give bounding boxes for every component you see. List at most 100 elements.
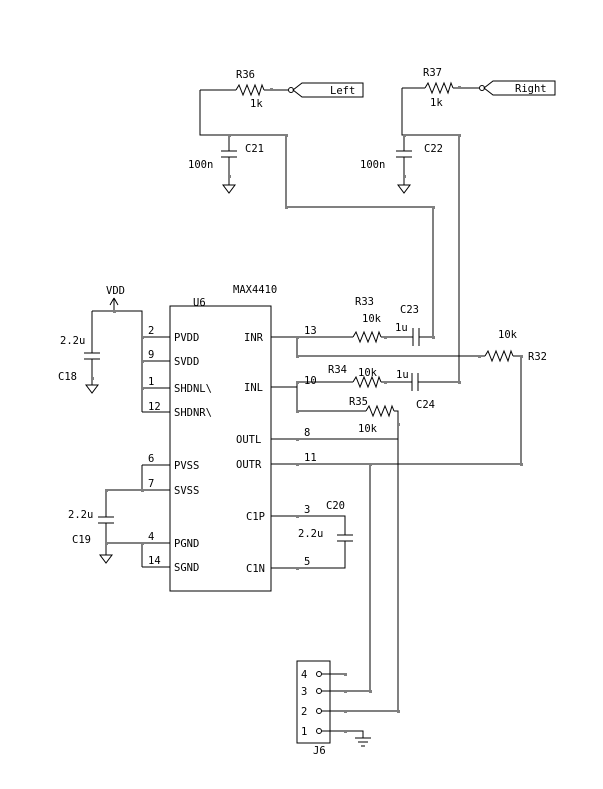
c23-ref: C23 [400,304,419,316]
r37-right-node [458,86,461,89]
c21-top-node [228,134,231,137]
pin-num-svdd: 9 [148,349,154,361]
pin-num-shdnr: 12 [148,401,161,413]
pin-name-c1n: C1N [246,563,265,575]
outr-pin-node [296,463,299,466]
c19-node [105,542,108,545]
pin-num-pgnd: 4 [148,531,154,543]
shdnl-node [141,387,144,390]
left-input-network: R36 1k Left C21 100n [188,69,435,337]
pin-name-outr: OUTR [236,459,262,471]
c18-ground-icon [85,384,99,394]
r34-zigzag [352,375,382,389]
c20-plates [337,534,353,542]
inl-pin-node [296,381,299,384]
r36-zigzag [235,83,265,97]
inr-pin-node [296,336,299,339]
r37-zigzag [424,81,454,95]
pin-num-c1n: 5 [304,556,310,568]
c19-ref: C19 [72,534,91,546]
c19-top-node [105,489,108,492]
pin-num-pvdd: 2 [148,325,154,337]
j6-pin-leads [322,673,364,738]
left-input-wires [199,89,434,337]
c21-value: 100n [188,159,213,171]
capacitor-c19: 2.2u C19 [68,509,144,567]
capacitor-c18: 2.2u C18 [58,335,100,394]
c19-plates [98,516,114,555]
j6-pin-3-label: 3 [301,686,307,698]
r36-ref: R36 [236,69,255,81]
outr-r32-node [520,463,523,466]
left-bus-corner-node [285,134,288,137]
r33-ref: R33 [355,296,374,308]
ic-part-label: MAX4410 [233,284,277,296]
c24-ref: C24 [416,399,435,411]
c21-ground-icon [222,184,236,194]
c23-value: 1u [395,322,408,334]
pin-num-svss: 7 [148,478,154,490]
pin-name-shdnl: SHDNL\ [174,383,212,395]
left-bus-turn-node [285,206,288,209]
pin-num-pvss: 6 [148,453,154,465]
c23-out-node [432,336,435,339]
pin-num-inr: 13 [304,325,317,337]
right-input-network: R37 1k Right C22 100n [360,67,556,382]
r35-right-node [397,423,400,426]
outl-pin-node [296,438,299,441]
j6-pin-2-circle [316,708,322,714]
ic-left-pin-stubs [142,336,170,568]
r32-value: 10k [498,329,518,341]
j6-body [296,660,331,744]
j6-pin-1-label: 1 [301,726,307,738]
vss-wires [105,465,143,517]
inl-network: R34 10k 1u C24 R35 10k [296,364,461,464]
connector-j6: J6 4 3 2 1 [296,660,371,757]
c21-ref: C21 [245,143,264,155]
right-input-wires [401,87,479,382]
pin-num-outr: 11 [304,452,317,464]
r36-right-node [270,88,273,91]
c19-value: 2.2u [68,509,93,521]
ic-u6: MAX4410 U6 2 9 1 12 6 7 4 14 PVDD SVDD S… [142,284,317,592]
pin-name-svdd: SVDD [174,356,199,368]
c24-plates [411,373,419,391]
c21-bottom-node [228,175,231,178]
pin-num-sgnd: 14 [148,555,161,567]
j6-pin-2-label: 2 [301,706,307,718]
vdd-supply: VDD [91,285,144,412]
r32-left-node [478,355,481,358]
j6-pin-2-node [344,710,347,713]
c21-plates [221,150,237,158]
r33-value: 10k [362,313,382,325]
r32-zigzag [484,349,514,363]
c20-ref: C20 [326,500,345,512]
ic-ref-label: U6 [193,297,206,309]
left-port-flag [292,82,364,98]
left-port-label: Left [330,85,355,97]
r33-c23-node [384,336,387,339]
pin-name-pgnd: PGND [174,538,199,550]
c24-value: 1u [396,369,409,381]
j6-ground-icon [355,737,371,747]
pin-name-pvdd: PVDD [174,332,199,344]
pin-name-sgnd: SGND [174,562,199,574]
ic-body [169,305,272,592]
r35-value: 10k [358,423,378,435]
pvdd-node [141,336,144,339]
pin-name-inl: INL [244,382,263,394]
c1n-node [296,567,299,570]
c22-ground-icon [397,184,411,194]
c24-out-node [458,381,461,384]
j6-pin-3-circle [316,688,322,694]
r37-value: 1k [430,97,443,109]
j6-pin-4-node [344,673,347,676]
r32-right-node [520,355,523,358]
pin-name-inr: INR [244,332,264,344]
ic-right-pin-stubs [271,336,297,569]
c1p-node [296,515,299,518]
inr-network: R33 10k C23 1u 10k R32 [296,296,547,464]
c18-node [91,377,94,380]
outl-corner-node [397,710,400,713]
